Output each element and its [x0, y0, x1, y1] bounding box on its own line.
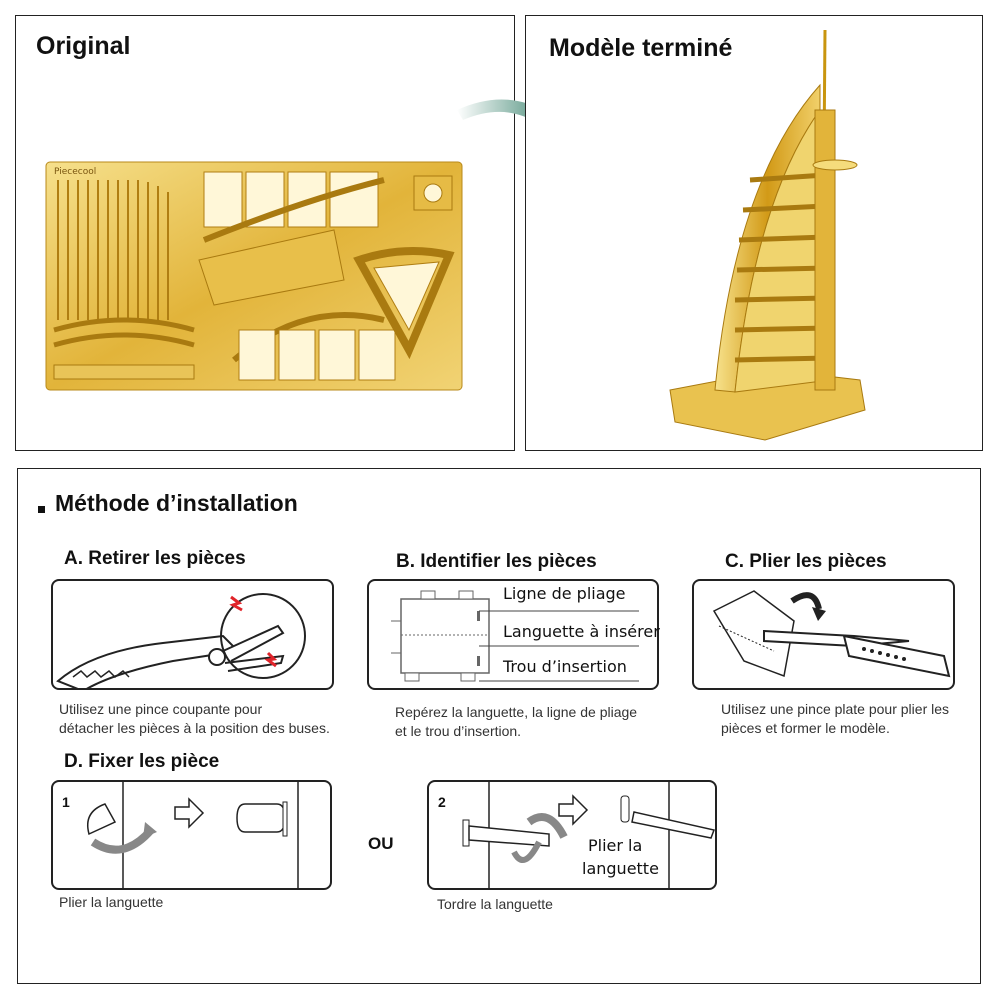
or-separator: OU	[368, 834, 394, 853]
finished-title: Modèle terminé	[549, 34, 733, 62]
option2-label-line2: languette	[582, 859, 659, 878]
finished-model-image	[669, 30, 866, 441]
part-diagram-icon	[391, 590, 639, 682]
step-b-caption-line2: et le trou d’insertion.	[395, 723, 522, 739]
step-b-illustration	[367, 579, 659, 690]
installation-method-panel	[17, 468, 981, 984]
step-a-caption-line2: détacher les pièces à la position des bu…	[59, 720, 330, 736]
step-a-title: A. Retirer les pièces	[64, 548, 246, 569]
fold-tab-icon	[87, 782, 299, 888]
step-b-caption-line1: Repérez la languette, la ligne de pliage	[395, 704, 638, 720]
metal-sheet-image: Piececool	[45, 161, 463, 391]
option2-caption: Tordre la languette	[437, 896, 553, 912]
fold-line-label: Ligne de pliage	[503, 584, 626, 603]
flat-pliers-icon	[712, 590, 951, 678]
insertion-hole-label: Trou d’insertion	[503, 657, 627, 676]
bullet-icon	[38, 506, 45, 513]
step-d-option1-illustration	[51, 780, 332, 890]
method-title: Méthode d’installation	[55, 490, 298, 516]
tab-label: Languette à insérer	[503, 622, 660, 641]
step-c-caption-line2: pièces et former le modèle.	[721, 720, 890, 736]
step-a-illustration	[51, 579, 334, 690]
option1-number: 1	[62, 794, 70, 810]
step-b-title: B. Identifier les pièces	[396, 551, 597, 572]
step-d-title: D. Fixer les pièce	[64, 751, 220, 772]
option1-caption: Plier la languette	[59, 894, 164, 910]
brand-logo: Piececool	[54, 167, 96, 177]
step-c-title: C. Plier les pièces	[725, 551, 887, 572]
wire-cutter-icon	[56, 593, 306, 688]
option2-number: 2	[438, 794, 446, 810]
original-title: Original	[36, 32, 131, 60]
step-d-option2-illustration	[427, 780, 717, 890]
option2-label-line1: Plier la	[588, 836, 643, 855]
step-c-caption-line1: Utilisez une pince plate pour plier les	[721, 701, 950, 717]
step-c-illustration	[692, 579, 955, 690]
twist-tab-icon	[462, 782, 715, 888]
step-a-caption-line1: Utilisez une pince coupante pour	[59, 701, 263, 717]
